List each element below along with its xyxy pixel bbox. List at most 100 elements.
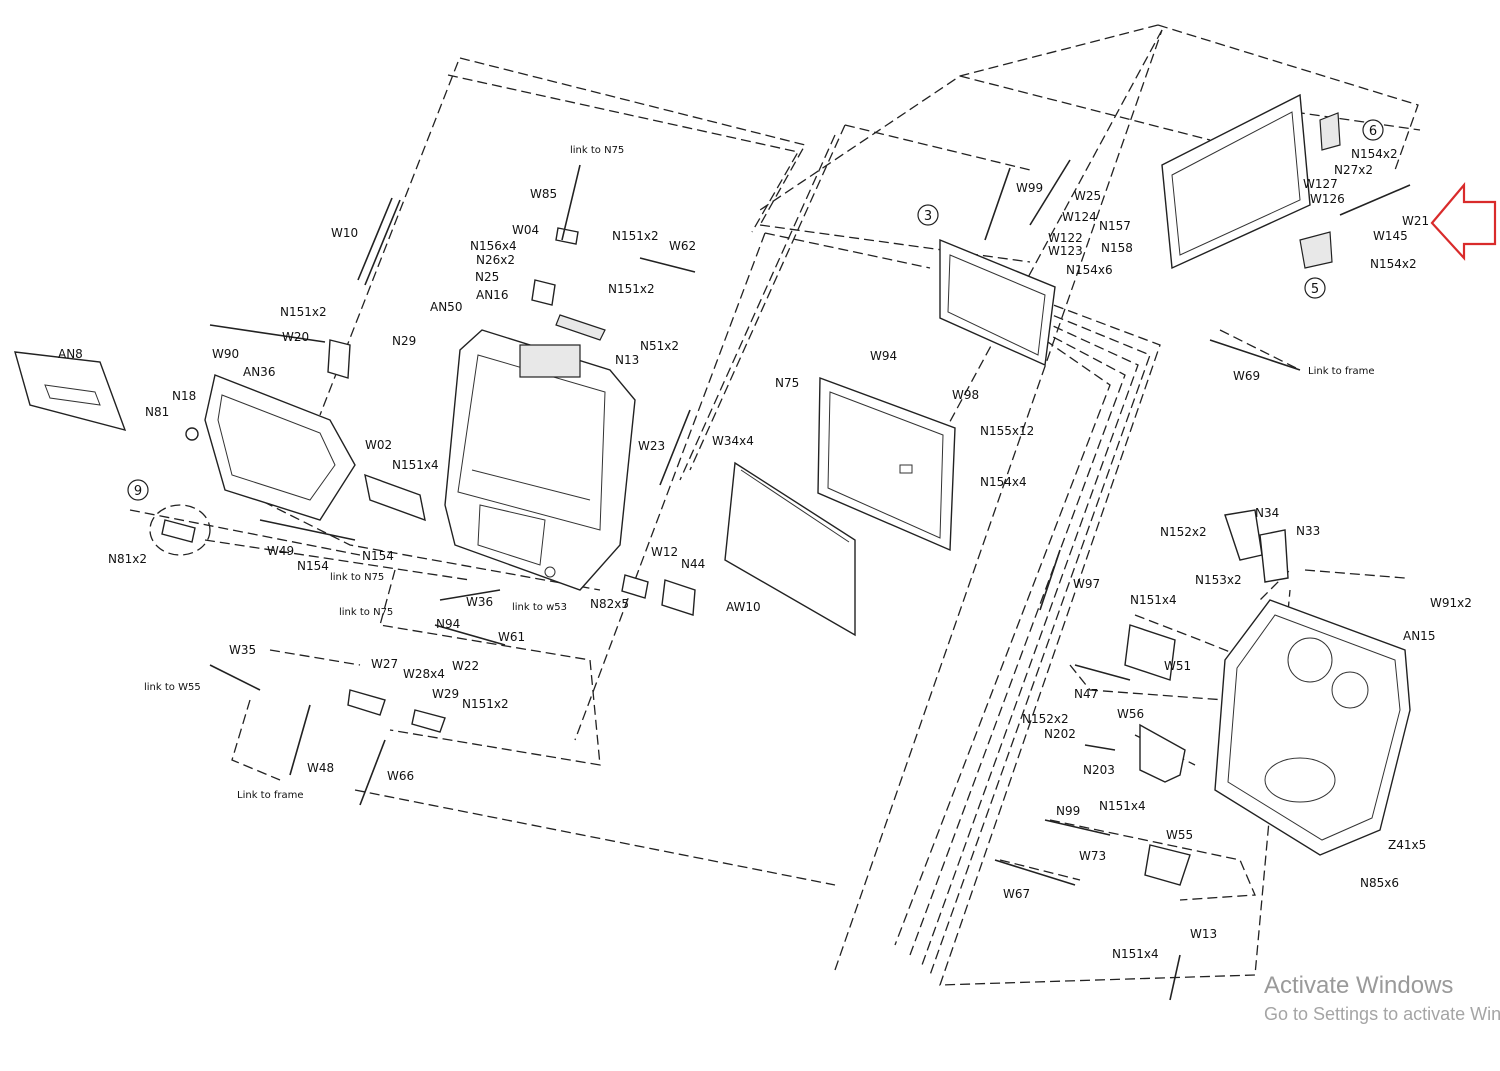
- part-board-3: [939, 238, 1056, 367]
- part-n13-strip: [555, 314, 606, 341]
- part-label: N151x2: [608, 282, 655, 296]
- part-label: W48: [307, 761, 334, 775]
- link-notes: link to N75 link to N75 link to N75 link…: [144, 145, 1375, 801]
- part-an16-connector: [531, 227, 579, 306]
- part-label: N151x2: [280, 305, 327, 319]
- part-label: N25: [475, 270, 499, 284]
- part-label: N202: [1044, 727, 1076, 741]
- part-w27-module: [347, 689, 446, 733]
- part-label: N151x2: [612, 229, 659, 243]
- part-label: N82x5: [590, 597, 629, 611]
- part-label: N151x4: [1099, 799, 1146, 813]
- part-label: W34x4: [712, 434, 754, 448]
- part-label: N151x2: [462, 697, 509, 711]
- part-label: N85x6: [1360, 876, 1399, 890]
- part-label: AN16: [476, 288, 508, 302]
- part-an36-bezel: [185, 374, 356, 521]
- part-label: N29: [392, 334, 416, 348]
- part-label: W126: [1310, 192, 1345, 206]
- part-label: N154x2: [1351, 147, 1398, 161]
- part-label: W23: [638, 439, 665, 453]
- part-label: W56: [1117, 707, 1144, 721]
- part-an50-console: [444, 329, 636, 591]
- part-label: N26x2: [476, 253, 515, 267]
- part-label: W94: [870, 349, 897, 363]
- part-label: W66: [387, 769, 414, 783]
- part-label: N75: [775, 376, 799, 390]
- part-label: N151x4: [392, 458, 439, 472]
- part-label: W55: [1166, 828, 1193, 842]
- wires: [209, 159, 1411, 1001]
- part-label: W21: [1402, 214, 1429, 228]
- watermark-title: Activate Windows: [1264, 972, 1454, 999]
- part-main-board: [1161, 93, 1341, 270]
- part-label: W49: [267, 544, 294, 558]
- link-note: link to N75: [330, 572, 384, 583]
- part-label: W12: [651, 545, 678, 559]
- callout-9: 9: [127, 479, 149, 501]
- part-label: W36: [466, 595, 493, 609]
- part-n44-module: [661, 579, 696, 616]
- red-arrow-icon: [1430, 181, 1497, 261]
- part-w20-pcb: [327, 339, 351, 379]
- part-label: N151x4: [1112, 947, 1159, 961]
- assembly-guide-lines: [129, 24, 1421, 986]
- part-label: W25: [1074, 189, 1101, 203]
- part-w55-board: [1144, 844, 1191, 886]
- callout-6: 6: [1362, 119, 1384, 141]
- part-label: W91x2: [1430, 596, 1472, 610]
- part-label: W97: [1073, 577, 1100, 591]
- part-label: N154x4: [980, 475, 1027, 489]
- part-an8-cover: [14, 351, 127, 432]
- part-label: N81: [145, 405, 169, 419]
- part-label: N155x12: [980, 424, 1034, 438]
- part-label: N158: [1101, 241, 1133, 255]
- part-label: N157: [1099, 219, 1131, 233]
- part-label: N81x2: [108, 552, 147, 566]
- part-label: Z41x5: [1388, 838, 1426, 852]
- part-module-9: [149, 504, 211, 556]
- part-label: W69: [1233, 369, 1260, 383]
- part-labels: W10 W20 N151x2 W90 AN8 AN36 N18 N81 W02 …: [58, 147, 1472, 961]
- part-label: N27x2: [1334, 163, 1373, 177]
- part-label: W04: [512, 223, 539, 237]
- part-label: N203: [1083, 763, 1115, 777]
- part-label: W27: [371, 657, 398, 671]
- callout-5-label: 5: [1311, 282, 1319, 297]
- part-label: W73: [1079, 849, 1106, 863]
- callout-3-label: 3: [924, 209, 932, 224]
- part-label: W29: [432, 687, 459, 701]
- part-label: W61: [498, 630, 525, 644]
- part-an15-rear-cover: [1214, 599, 1411, 856]
- part-w02-bracket: [364, 473, 426, 522]
- part-label: N151x4: [1130, 593, 1177, 607]
- part-label: W28x4: [403, 667, 445, 681]
- part-label: W90: [212, 347, 239, 361]
- part-label: AN36: [243, 365, 275, 379]
- part-aw10-screen: [724, 461, 856, 637]
- part-label: N33: [1296, 524, 1320, 538]
- part-label: W22: [452, 659, 479, 673]
- watermark-subtitle: Go to Settings to activate Windows.: [1264, 1004, 1500, 1024]
- part-label: W124: [1062, 210, 1097, 224]
- part-label: W20: [282, 330, 309, 344]
- part-label: N154: [297, 559, 329, 573]
- part-label: W62: [669, 239, 696, 253]
- part-label: N94: [436, 617, 460, 631]
- part-label: W123: [1048, 244, 1083, 258]
- part-label: AN15: [1403, 629, 1435, 643]
- part-label: N153x2: [1195, 573, 1242, 587]
- part-label: N156x4: [470, 239, 517, 253]
- part-label: N154x2: [1370, 257, 1417, 271]
- link-note: link to W55: [144, 682, 201, 693]
- part-n34-bracket: [1224, 509, 1289, 583]
- callout-6-label: 6: [1369, 124, 1377, 139]
- part-label: W13: [1190, 927, 1217, 941]
- link-note: Link to frame: [1308, 366, 1375, 377]
- callout-3: 3: [917, 204, 939, 226]
- part-label: W35: [229, 643, 256, 657]
- part-label: N51x2: [640, 339, 679, 353]
- part-label: N154x6: [1066, 263, 1113, 277]
- part-label: W127: [1303, 177, 1338, 191]
